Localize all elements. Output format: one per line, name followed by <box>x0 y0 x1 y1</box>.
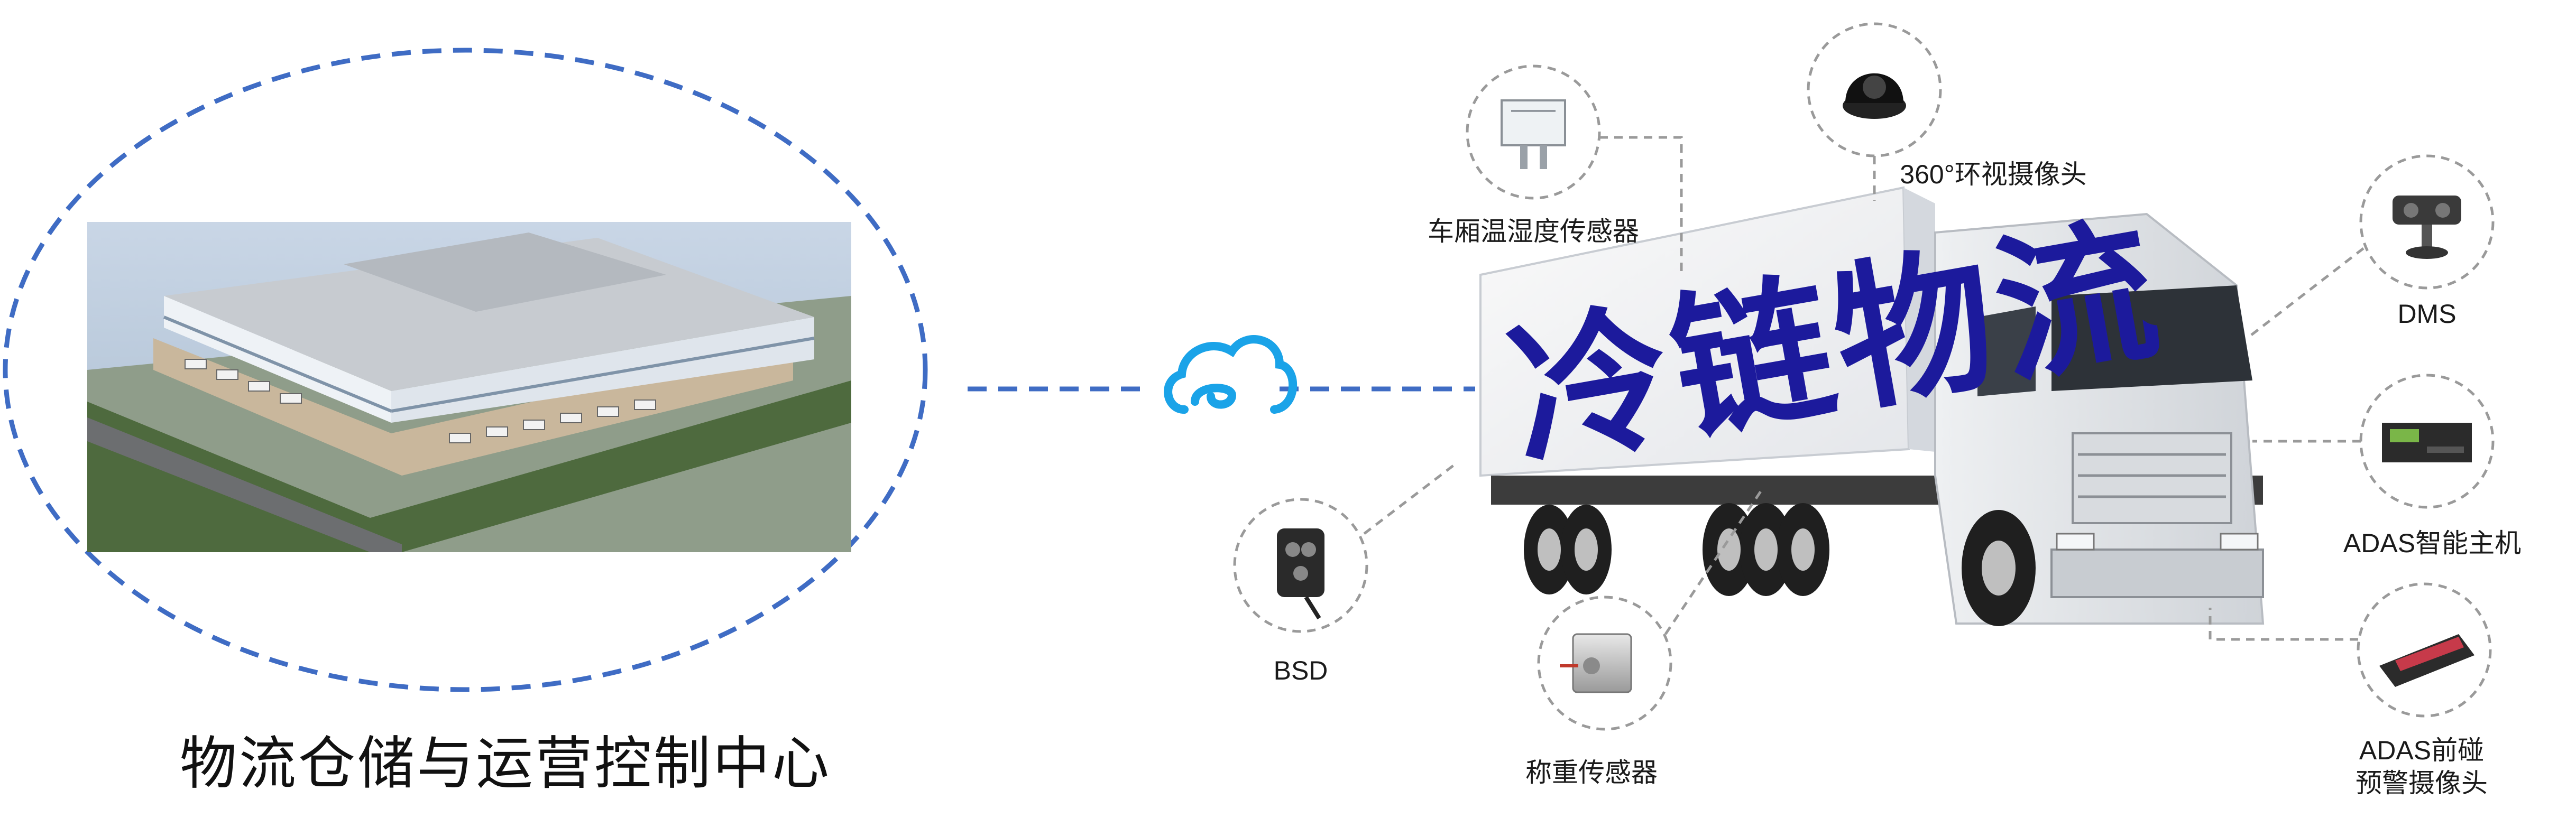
dms-camera-icon <box>2393 196 2461 259</box>
connector-bsd <box>1363 464 1455 535</box>
label-weight-sensor: 称重传感器 <box>1525 758 1658 787</box>
label-adas-camera-line1: ADAS前碰 <box>2359 736 2485 765</box>
warehouse-aerial-image <box>87 222 851 552</box>
label-adas-camera-line2: 预警摄像头 <box>2356 768 2488 798</box>
humidity-sensor-icon <box>1501 99 1566 169</box>
warehouse-boundary-ellipse <box>3 48 928 692</box>
label-camera-360: 360°环视摄像头 <box>1900 160 2087 189</box>
label-dms: DMS <box>2397 299 2457 329</box>
warehouse-title: 物流仓储与运营控制中心 <box>180 731 832 795</box>
camera-360-icon <box>1843 73 1906 119</box>
label-adas-host: ADAS智能主机 <box>2343 528 2522 558</box>
weight-sensor-icon <box>1560 633 1632 693</box>
cloud-icon <box>1164 335 1298 414</box>
connector-dms <box>2246 247 2365 339</box>
truck-image <box>1479 186 2265 626</box>
label-bsd: BSD <box>1273 656 1328 685</box>
connector-adas-camera <box>2209 608 2358 641</box>
connector-humidity <box>1599 136 1683 275</box>
adas-camera-icon <box>2379 634 2474 687</box>
adas-host-icon <box>2382 423 2472 462</box>
bsd-sensor-icon <box>1277 528 1324 620</box>
label-humidity-sensor: 车厢温湿度传感器 <box>1428 217 1639 246</box>
